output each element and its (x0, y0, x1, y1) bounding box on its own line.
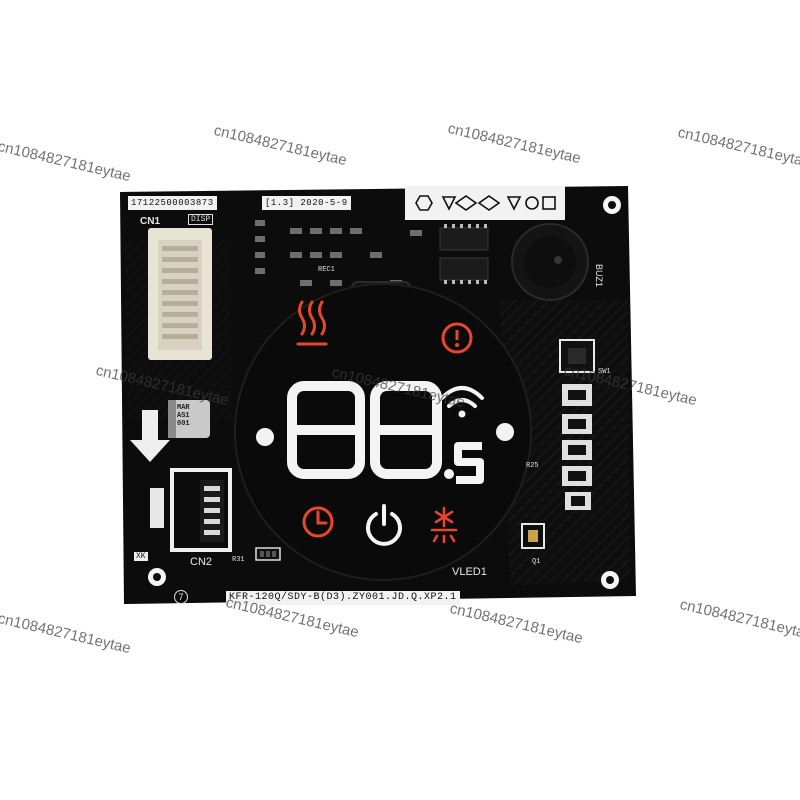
resistor-label: R25 (526, 462, 539, 470)
heater-icon (296, 300, 328, 346)
power-icon (366, 504, 402, 546)
s-unit-segment (454, 442, 484, 484)
serial-label: 17122500003873 (128, 196, 217, 210)
capacitor-label: MAR AS1 001 (177, 404, 190, 428)
capacitor (168, 400, 210, 438)
symbol-label-strip (405, 186, 565, 220)
model-label: KFR-120Q/SDY-B(D3).ZY001.JD.Q.XP2.1 (226, 591, 460, 605)
wifi-icon (440, 386, 484, 408)
cn2-label: CN2 (190, 556, 213, 568)
tact-switch-group (559, 339, 595, 510)
seven-segment-digits (287, 381, 442, 479)
sw-label: SW1 (598, 368, 611, 376)
cn1-label: CN1 (140, 216, 161, 227)
buzzer-label: BUZ1 (594, 264, 604, 288)
q1-label: Q1 (532, 558, 541, 566)
cn2-connector (170, 468, 232, 552)
xk-label: XK (134, 552, 148, 561)
r31-label: R31 (232, 556, 245, 564)
version-label: [1.3] 2020-5-9 (262, 196, 351, 210)
alert-icon (441, 322, 473, 354)
arrow-down-icon (130, 410, 170, 462)
ic-chip (439, 227, 489, 251)
rec-label: REC1 (318, 266, 335, 274)
timer-icon (302, 506, 334, 538)
vled-label: VLED1 (452, 566, 487, 578)
ic-chip (439, 257, 489, 281)
defrost-icon (430, 506, 458, 544)
hole-number-label: 7 (174, 590, 188, 604)
disp-label: DISP (188, 214, 214, 225)
